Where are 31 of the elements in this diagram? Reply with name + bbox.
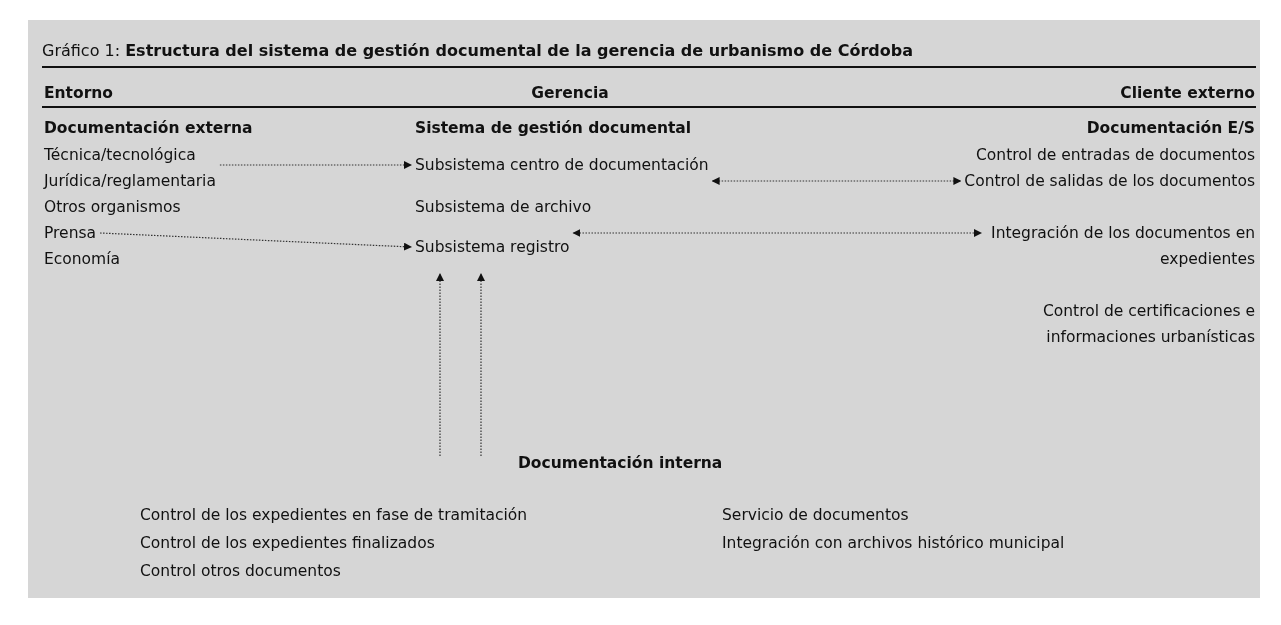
list-item: Otros organismos <box>44 197 181 218</box>
arrow <box>711 177 962 185</box>
list-item: Control de entradas de documentos <box>976 145 1255 166</box>
list-item: Control de salidas de los documentos <box>964 168 1255 194</box>
arrow <box>477 273 485 457</box>
subsystem-text: Subsistema centro de documentación <box>415 152 709 178</box>
list-item: Servicio de documentos <box>722 505 909 526</box>
list-item: Integración con archivos histórico municipal <box>722 533 1065 554</box>
arrow <box>99 232 412 251</box>
list-item: Prensa <box>44 220 97 246</box>
section-heading: Sistema de gestión documental <box>415 118 692 139</box>
arrow <box>219 161 412 169</box>
chart-title: Gráfico 1: Estructura del sistema de gestión documental de la gerencia de urbanismo de Córdoba <box>42 40 914 62</box>
subsystem-text: Subsistema registro <box>415 234 570 260</box>
list-item: Control de certificaciones e informaciones urbanísticas <box>1041 301 1255 348</box>
list-item: Jurídica/reglamentaria <box>44 168 216 194</box>
column-heading: Gerencia <box>530 83 610 104</box>
arrow <box>572 229 982 237</box>
section-heading: Documentación interna <box>518 450 723 476</box>
list-item: Control de los expedientes en fase de tramitación <box>140 505 528 526</box>
list-item: Control de los expedientes finalizados <box>140 533 435 554</box>
section-heading: Documentación E/S <box>1086 118 1255 139</box>
section-heading: Documentación externa <box>44 118 253 139</box>
column-heading: Entorno <box>44 83 113 104</box>
list-item: Economía <box>44 249 120 270</box>
list-item: Técnica/tecnológica <box>44 145 196 166</box>
list-item: Integración de los documentos en expedientes <box>985 220 1255 272</box>
column-heading: Cliente externo <box>1120 83 1255 104</box>
list-item: Control otros documentos <box>140 561 341 582</box>
list-item: Subsistema de archivo <box>415 197 592 218</box>
arrow <box>436 273 444 457</box>
